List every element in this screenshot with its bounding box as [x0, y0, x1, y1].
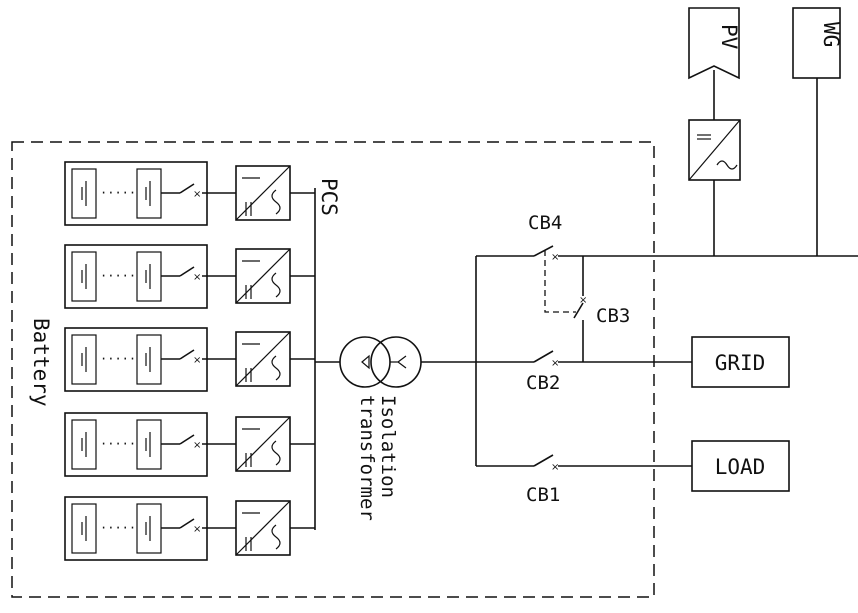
dc-breaker-icon: × — [193, 440, 201, 451]
svg-text:×: × — [551, 358, 559, 369]
cb4-label: CB4 — [528, 212, 562, 234]
battery-rack-row: ····· × — [64, 496, 315, 561]
cell-separator: ····· — [100, 437, 136, 451]
storage-system-enclosure — [11, 141, 655, 598]
battery-cell — [71, 503, 97, 554]
cb2-breaker: × — [476, 350, 692, 369]
cb1-label: CB1 — [526, 484, 560, 506]
load-box — [691, 440, 790, 492]
wye-winding-icon — [390, 355, 407, 369]
transformer-label: transformer — [356, 395, 378, 521]
pv-label: PV — [717, 24, 741, 50]
grid-box — [691, 336, 790, 388]
battery-rack-row: ····· × — [64, 327, 315, 392]
dc-breaker-icon: × — [193, 189, 201, 200]
pv-source — [688, 7, 741, 256]
battery-label: Battery — [29, 318, 53, 407]
battery-cell — [71, 251, 97, 302]
battery-cell — [71, 334, 97, 385]
cell-separator: ····· — [100, 521, 136, 535]
battery-cell — [71, 168, 97, 219]
battery-rack-row: ····· × — [64, 161, 315, 226]
svg-text:×: × — [579, 295, 587, 306]
cb3-label: CB3 — [596, 305, 630, 327]
wg-label: WG — [819, 22, 843, 47]
load-label: LOAD — [715, 455, 766, 479]
delta-winding-icon — [361, 354, 370, 370]
battery-racks: ····· × ····· × ····· × ····· × ····· × — [64, 161, 315, 561]
battery-cell — [71, 419, 97, 470]
battery-rack — [64, 327, 208, 392]
battery-rack-row: ····· × — [64, 412, 315, 477]
battery-rack-row: ····· × — [64, 244, 315, 309]
cell-separator: ····· — [100, 269, 136, 283]
battery-rack — [64, 161, 208, 226]
cell-separator: ····· — [100, 352, 136, 366]
battery-rack — [64, 244, 208, 309]
dc-breaker-icon: × — [193, 272, 201, 283]
dc-breaker-icon: × — [193, 524, 201, 535]
grid-label: GRID — [715, 351, 766, 375]
cb3-breaker: × — [544, 250, 587, 362]
cell-separator: ····· — [100, 186, 136, 200]
battery-rack — [64, 412, 208, 477]
cb1-breaker: × — [476, 454, 692, 473]
cb2-label: CB2 — [526, 372, 560, 394]
wg-box — [792, 7, 841, 79]
wg-source — [792, 7, 841, 256]
svg-text:×: × — [551, 252, 559, 263]
dc-breaker-icon: × — [193, 355, 201, 366]
svg-text:×: × — [551, 462, 559, 473]
cb4-breaker: × — [476, 245, 858, 263]
cb3-cb4-interlock — [544, 250, 576, 313]
pcs-label: PCS — [317, 178, 341, 216]
pv-box — [688, 7, 740, 80]
isolation-transformer — [339, 336, 422, 388]
transformer-primary-winding — [339, 336, 391, 388]
isolation-label: Isolation — [377, 395, 399, 498]
